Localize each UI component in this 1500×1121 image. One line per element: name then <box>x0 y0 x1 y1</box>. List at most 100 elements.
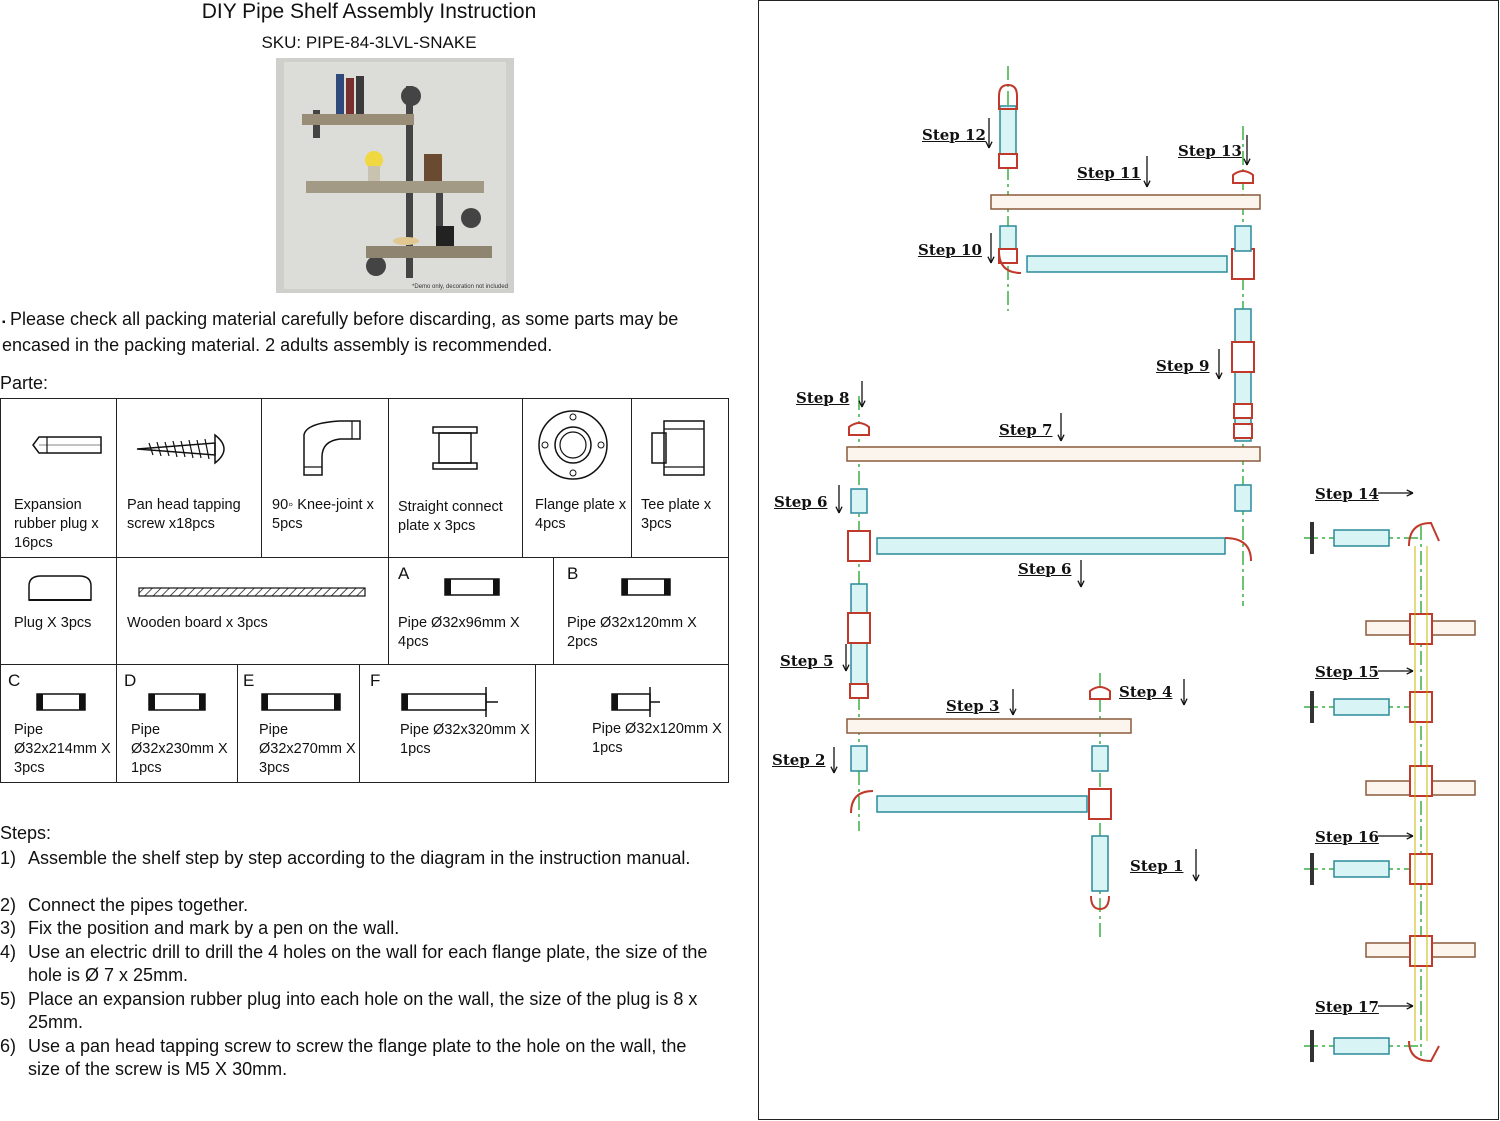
part-cell-pipe-b: B Pipe Ø32x120mm X 2pcs <box>553 557 729 665</box>
vertical-pipe <box>1234 308 1252 442</box>
elbow-joint <box>998 250 1022 274</box>
step-label-5: Step 5 <box>780 652 834 670</box>
vertical-pipe <box>1091 835 1109 892</box>
part-label: Plug X 3pcs <box>14 615 92 631</box>
pipe-fitting <box>1233 423 1253 439</box>
step-item: 6) Use a pan head tapping screw to screw … <box>0 1035 730 1081</box>
wall-flange <box>1310 853 1314 885</box>
arrow-icon <box>1180 698 1188 706</box>
arrow-icon <box>987 256 995 264</box>
step-item: 5)Place an expansion rubber plug into ea… <box>0 988 730 1034</box>
part-label: Pipe Ø32x120mm X 2pcs <box>567 615 697 650</box>
step-number: 6) <box>0 1036 17 1056</box>
pipe-flange-icon <box>611 687 660 717</box>
step-label-4: Step 4 <box>1119 683 1173 701</box>
step-number: 1) <box>0 848 17 868</box>
arrow-icon <box>858 400 866 408</box>
parts-table: Expansion rubber plug x 16pcs Pan head t… <box>0 398 729 783</box>
pipe-fitting <box>849 683 869 699</box>
screw-icon <box>136 433 225 465</box>
vertical-pipe <box>850 488 868 514</box>
wooden-board <box>990 194 1261 210</box>
part-cell-tee-plate: Tee plate x 3pcs <box>631 398 729 558</box>
part-label: Pipe Ø32x320mm X 1pcs <box>400 722 530 757</box>
step-text: Connect the pipes together. <box>28 895 249 915</box>
part-letter: F <box>370 671 381 690</box>
horizontal-pipe <box>876 537 1226 555</box>
knee-joint-icon <box>303 420 361 476</box>
pipe-icon <box>621 578 671 596</box>
step-label-6b: Step 6 <box>1018 560 1072 578</box>
arrow-icon <box>1009 708 1017 716</box>
wall-flange <box>1310 1030 1314 1062</box>
parts-heading: Parte: <box>0 373 49 393</box>
part-label: Pipe Ø32x230mm X 1pcs <box>131 722 228 776</box>
packing-note: ▪Please check all packing material caref… <box>2 308 742 357</box>
horizontal-pipe <box>1026 255 1228 273</box>
arrow-icon <box>985 141 993 149</box>
wooden-board <box>846 446 1261 462</box>
step-label-3: Step 3 <box>946 697 1000 715</box>
cap-plug <box>1232 170 1254 184</box>
pipe-fitting <box>1409 691 1433 723</box>
part-letter: A <box>398 564 410 583</box>
part-label: Pipe Ø32x96mm X 4pcs <box>398 615 520 650</box>
elbow-joint <box>1408 521 1440 547</box>
tee-plate-icon <box>651 420 705 476</box>
vertical-pipe <box>850 745 868 772</box>
wooden-board <box>846 718 1132 734</box>
arrow-icon <box>830 766 838 774</box>
pipe-fitting <box>847 530 871 562</box>
part-label: 90◦ Knee-joint x 5pcs <box>272 497 374 532</box>
elbow-joint <box>998 83 1018 110</box>
part-letter: C <box>8 671 21 690</box>
arrow-icon <box>842 664 850 672</box>
part-cell-pipe-120: Pipe Ø32x120mm X 1pcs <box>535 664 729 783</box>
assembly-diagram: Step 1 Step 2 Step 3 Step 4 Step 5 Step … <box>758 0 1499 1120</box>
step-label-6: Step 6 <box>774 493 828 511</box>
step-text: Fix the position and mark by a pen on th… <box>28 918 400 938</box>
part-label: Pipe Ø32x120mm X 1pcs <box>592 721 722 756</box>
arrow-icon <box>1215 372 1223 380</box>
step-text: Assemble the shelf step by step accordin… <box>28 848 691 868</box>
part-label: Pipe Ø32x214mm X 3pcs <box>14 722 111 776</box>
horizontal-pipe <box>1333 1037 1390 1055</box>
part-cell-connect-plate: Straight connect plate x 3pcs <box>388 398 523 558</box>
product-photo: *Demo only, decoration not included <box>276 58 514 293</box>
arrow-icon <box>1077 580 1085 588</box>
assembly-drawing <box>830 66 1476 1063</box>
part-letter: D <box>124 671 137 690</box>
wall-flange <box>1310 691 1314 723</box>
pipe-fitting <box>998 153 1018 169</box>
pipe-fitting <box>1409 853 1433 885</box>
elbow-joint <box>1090 895 1110 911</box>
part-label: Tee plate x 3pcs <box>641 497 712 532</box>
arrow-icon <box>1406 1002 1414 1010</box>
step-label-10: Step 10 <box>918 241 982 259</box>
arrow-icon <box>835 506 843 514</box>
rubber-plug-icon <box>32 436 102 454</box>
step-number: 4) <box>0 942 17 962</box>
pipe-fitting <box>1409 935 1433 967</box>
part-cell-wooden-board: Wooden board x 3pcs <box>116 557 389 665</box>
bullet-icon: ▪ <box>2 317 6 328</box>
part-letter: B <box>567 564 579 583</box>
steps-heading: Steps: <box>0 823 52 843</box>
step-label-8: Step 8 <box>796 389 850 407</box>
part-cell-flange-plate: Flange plate x 4pcs <box>522 398 632 558</box>
pipe-fitting <box>1409 765 1433 797</box>
sku-label: SKU: PIPE-84-3LVL-SNAKE <box>261 33 477 52</box>
part-cell-pipe-e: E Pipe Ø32x270mm X 3pcs <box>237 664 360 783</box>
step-text: Use a pan head tapping screw to screw th… <box>28 1036 687 1079</box>
photo-caption: *Demo only, decoration not included <box>412 284 508 290</box>
step-label-1: Step 1 <box>1130 857 1184 875</box>
part-cell-pipe-f: F Pipe Ø32x320mm X 1pcs <box>359 664 536 783</box>
part-label: Expansion rubber plug x 16pcs <box>14 497 99 551</box>
step-text: Use an electric drill to drill the 4 hol… <box>28 942 708 985</box>
horizontal-pipe <box>1333 860 1390 878</box>
part-label: Flange plate x 4pcs <box>535 497 627 532</box>
pipe-fitting <box>847 612 871 644</box>
packing-note-text: Please check all packing material carefu… <box>2 309 679 355</box>
pipe-icon <box>36 693 86 711</box>
part-label: Wooden board x 3pcs <box>127 615 268 631</box>
